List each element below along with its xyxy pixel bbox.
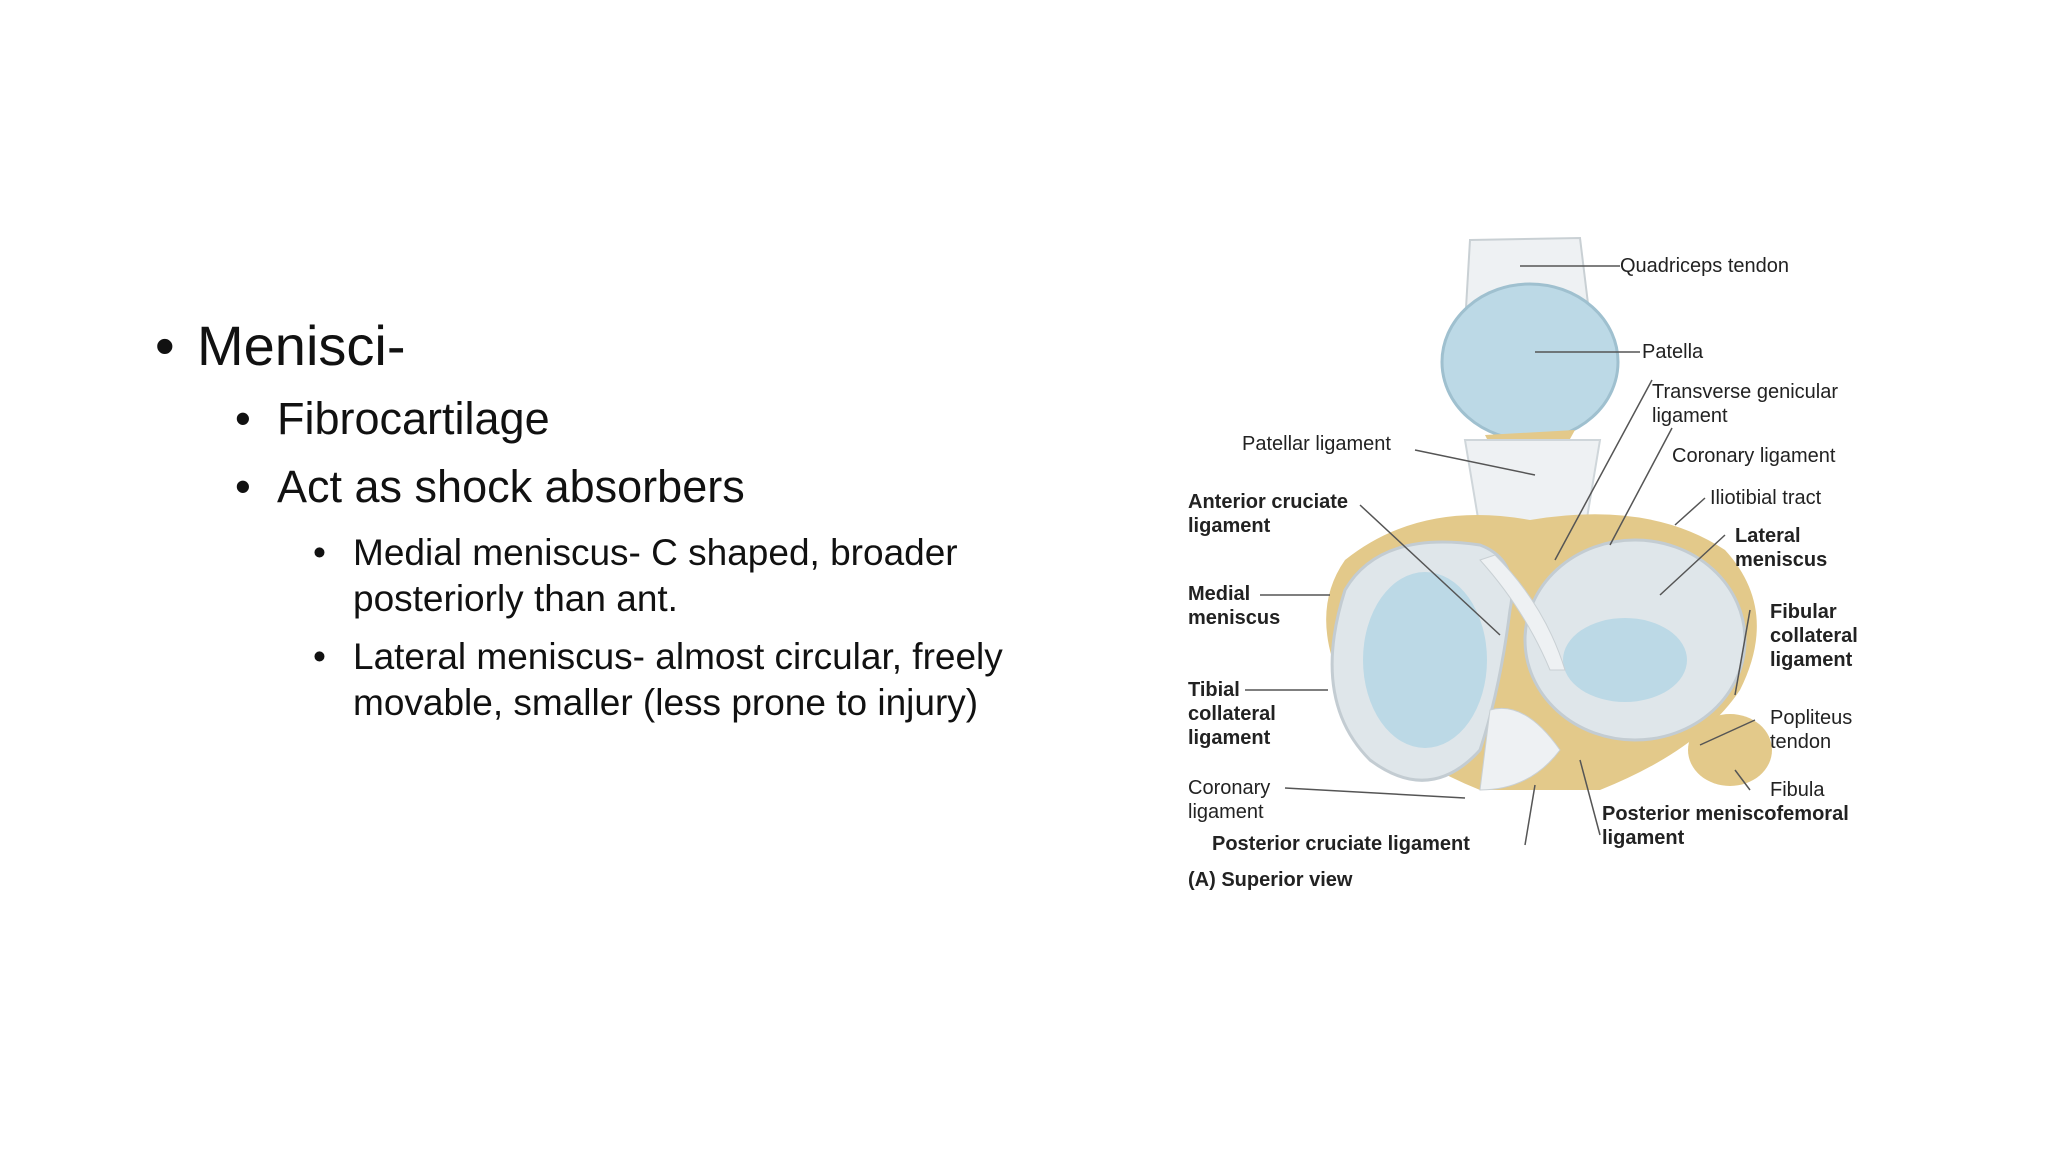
label-fibular-collateral-ligament-2: collateral xyxy=(1770,625,1858,647)
posterior-cruciate-shape xyxy=(1479,707,1561,791)
leader-lines xyxy=(1245,265,1756,846)
label-fibular-collateral-ligament: Fibular xyxy=(1770,601,1837,623)
label-fibula: Fibula xyxy=(1770,779,1825,801)
bullet-marker: • xyxy=(313,532,326,573)
bullet-marker: • xyxy=(235,461,251,512)
label-patellar-ligament: Patellar ligament xyxy=(1242,433,1391,455)
label-coronary-ligament-left-2: ligament xyxy=(1188,801,1264,823)
bullet-marker: • xyxy=(155,314,175,377)
label-transverse-genicular-ligament-2: ligament xyxy=(1652,405,1728,427)
bullet-fibrocartilage: • Fibrocartilage xyxy=(235,388,1055,450)
label-popliteus-tendon-2: tendon xyxy=(1770,731,1832,753)
label-lateral-meniscus: Lateral xyxy=(1735,525,1801,547)
knee-superior-view-diagram: Quadriceps tendon Patella Transverse gen… xyxy=(1180,230,1900,910)
fibula-shape xyxy=(1688,714,1772,786)
label-tibial-collateral-ligament-2: collateral xyxy=(1188,703,1276,725)
bullet-text: Medial meniscus- C shaped, broader poste… xyxy=(353,532,958,619)
label-quadriceps-tendon: Quadriceps tendon xyxy=(1620,255,1790,277)
label-iliotibial-tract: Iliotibial tract xyxy=(1710,487,1822,509)
bullet-shock-absorbers: • Act as shock absorbers xyxy=(235,456,1055,518)
label-posterior-cruciate-ligament: Posterior cruciate ligament xyxy=(1212,833,1470,855)
label-medial-meniscus-2: meniscus xyxy=(1188,607,1281,629)
bullet-list: • Menisci- • Fibrocartilage • Act as sho… xyxy=(155,310,1055,726)
label-transverse-genicular-ligament: Transverse genicular xyxy=(1652,381,1839,403)
label-anterior-cruciate-ligament: Anterior cruciate xyxy=(1188,491,1349,513)
diagram-caption: (A) Superior view xyxy=(1188,869,1353,891)
bullet-text: Lateral meniscus- almost circular, freel… xyxy=(353,636,1003,723)
bullet-medial-meniscus: • Medial meniscus- C shaped, broader pos… xyxy=(313,530,1073,622)
label-medial-meniscus: Medial xyxy=(1188,583,1251,605)
label-popliteus-tendon: Popliteus xyxy=(1770,707,1853,729)
bullet-lateral-meniscus: • Lateral meniscus- almost circular, fre… xyxy=(313,634,1073,726)
anterior-cruciate-shape xyxy=(1479,554,1566,671)
medial-articular-surface xyxy=(1363,572,1487,748)
bullet-marker: • xyxy=(313,636,326,677)
label-coronary-ligament-left: Coronary xyxy=(1188,777,1271,799)
label-tibial-collateral-ligament-3: ligament xyxy=(1188,727,1271,749)
bullet-text: Fibrocartilage xyxy=(277,393,550,444)
patella-shape xyxy=(1440,282,1620,442)
lateral-articular-surface xyxy=(1563,618,1687,702)
label-tibial-collateral-ligament: Tibial xyxy=(1188,679,1240,701)
bullet-text: Menisci- xyxy=(197,314,406,377)
label-anterior-cruciate-ligament-2: ligament xyxy=(1188,515,1271,537)
label-lateral-meniscus-2: meniscus xyxy=(1735,549,1828,571)
bullet-menisci: • Menisci- xyxy=(155,310,1055,382)
label-posterior-meniscofemoral-ligament-2: ligament xyxy=(1602,827,1685,849)
label-coronary-ligament-right: Coronary ligament xyxy=(1672,445,1836,467)
label-patella: Patella xyxy=(1642,341,1704,363)
label-fibular-collateral-ligament-3: ligament xyxy=(1770,649,1853,671)
knee-illustration xyxy=(1245,236,1772,846)
label-posterior-meniscofemoral-ligament: Posterior meniscofemoral xyxy=(1602,803,1849,825)
bullet-marker: • xyxy=(235,393,251,444)
bullet-text: Act as shock absorbers xyxy=(277,461,745,512)
